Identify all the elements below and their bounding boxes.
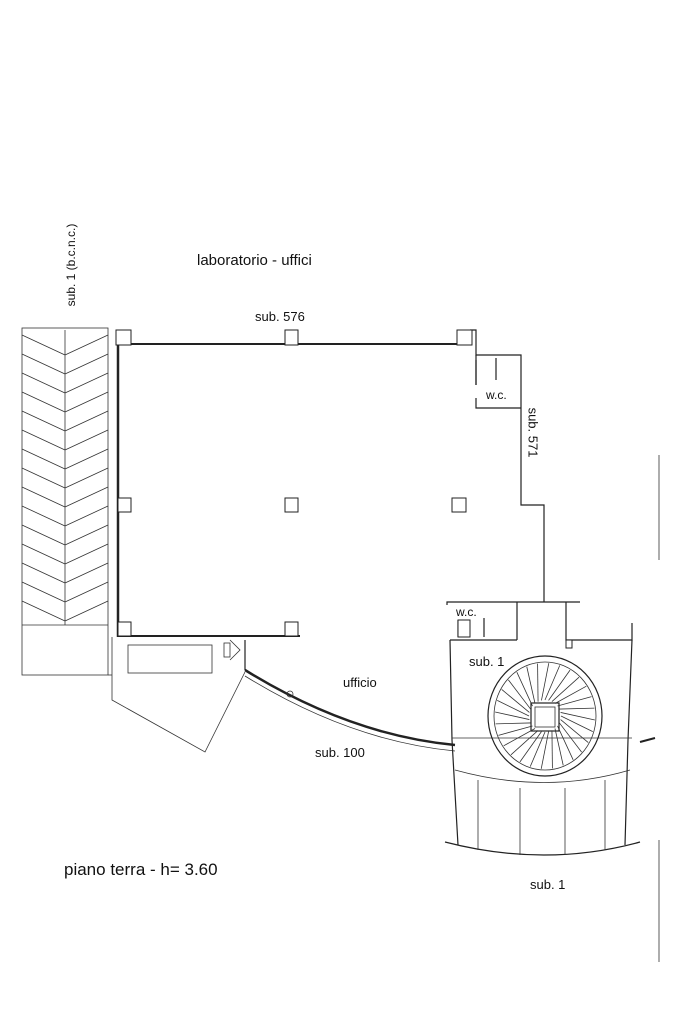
wc-label-top: w.c.: [486, 388, 507, 402]
ufficio-label: ufficio: [343, 675, 377, 690]
main-room-walls: [116, 329, 545, 637]
sub-1-bcnc-label: sub. 1 (b.c.n.c.): [64, 223, 78, 307]
sub-1-stair-label: sub. 1: [469, 654, 505, 669]
curved-facade-wall: [244, 668, 456, 747]
sub-576-label: sub. 576: [255, 309, 305, 324]
sub-100-label: sub. 100: [315, 745, 365, 760]
spiral-staircase: [487, 655, 603, 777]
wc-label-bottom: w.c.: [456, 605, 477, 619]
stair-block-walls: [446, 601, 656, 846]
sub-571-label: sub. 571: [525, 407, 541, 458]
floor-label: piano terra - h= 3.60: [64, 860, 218, 879]
portico-fan: [444, 769, 641, 856]
entrance-annex: [108, 637, 246, 753]
hatched-strip-sub1: [21, 327, 109, 676]
sub-1-bottom-label: sub. 1: [530, 877, 566, 892]
structural-columns: [115, 329, 473, 637]
plan-title: laboratorio - uffici: [197, 252, 312, 269]
